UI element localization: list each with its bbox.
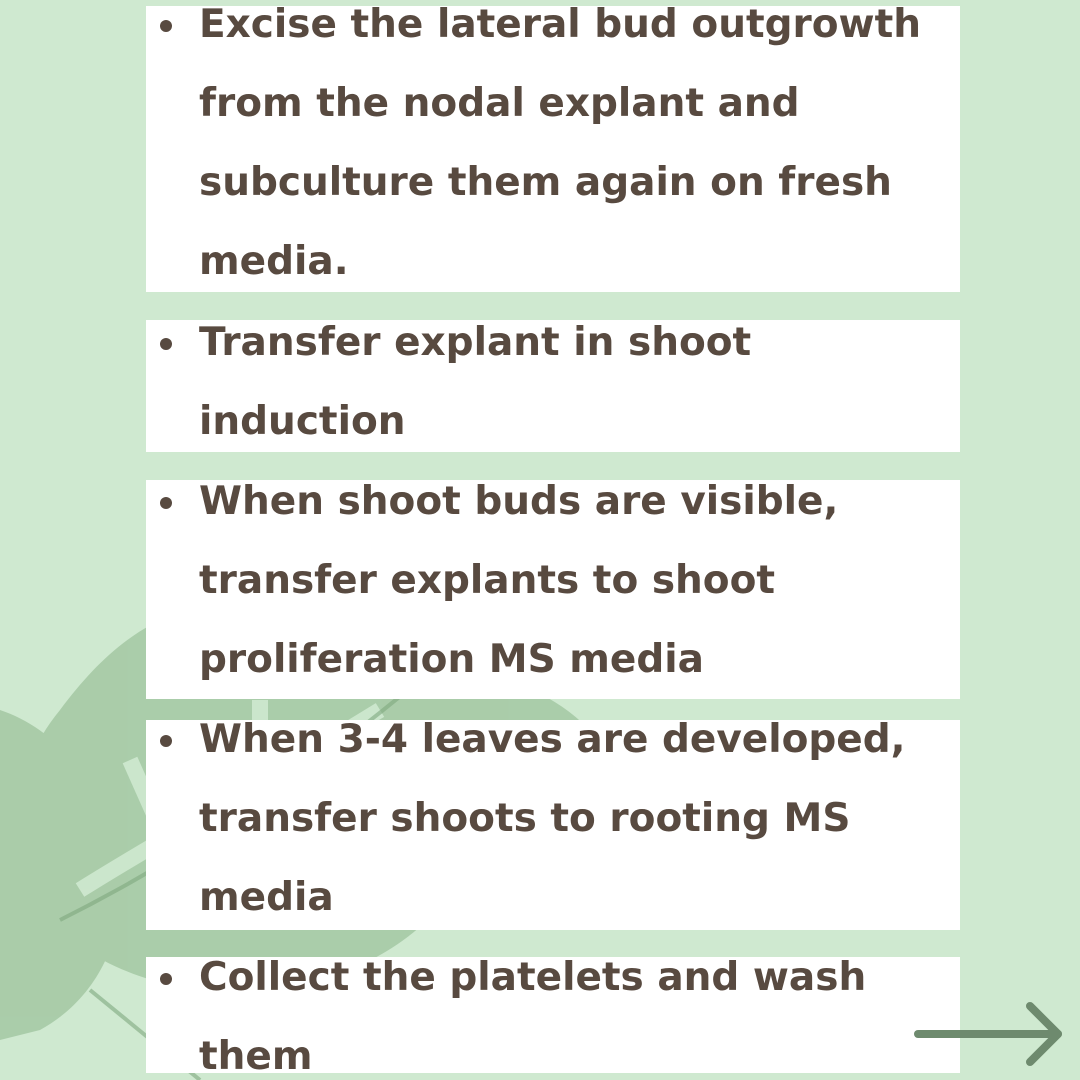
step-item-1: Excise the lateral bud outgrowth from th…	[146, 0, 960, 305]
step-item-3: When shoot buds are visible, transfer ex…	[146, 462, 960, 702]
bullet-icon	[160, 20, 172, 32]
step-line: Transfer explant in shoot	[199, 320, 752, 365]
step-line: from the nodal explant and	[199, 81, 800, 126]
step-text-3: When shoot buds are visible, transfer ex…	[199, 462, 959, 699]
step-card-1	[146, 6, 960, 292]
step-card-4	[146, 720, 960, 930]
step-line: Excise the lateral bud outgrowth	[199, 2, 921, 47]
step-line: transfer explants to shoot	[199, 558, 776, 603]
step-line: transfer shoots to rooting MS	[199, 796, 851, 841]
step-line: When 3-4 leaves are developed,	[199, 717, 906, 762]
step-line: them	[199, 1034, 313, 1079]
step-text-1: Excise the lateral bud outgrowth from th…	[199, 0, 959, 301]
bullet-icon	[160, 338, 172, 350]
step-text-4: When 3-4 leaves are developed, transfer …	[199, 700, 959, 937]
step-card-5	[146, 957, 960, 1073]
step-card-2	[146, 320, 960, 452]
step-item-4: When 3-4 leaves are developed, transfer …	[146, 700, 960, 940]
arrow-right-icon[interactable]	[912, 1000, 1068, 1068]
step-line: induction	[199, 399, 406, 444]
step-card-3	[146, 480, 960, 699]
step-item-2: Transfer explant in shoot induction	[146, 303, 960, 463]
bullet-icon	[160, 973, 172, 985]
step-line: When shoot buds are visible,	[199, 479, 839, 524]
step-item-5: Collect the platelets and wash them	[146, 938, 960, 1080]
step-line: Collect the platelets and wash	[199, 955, 867, 1000]
step-line: media.	[199, 239, 349, 284]
step-line: media	[199, 875, 334, 920]
step-line: proliferation MS media	[199, 637, 704, 682]
step-text-5: Collect the platelets and wash them	[199, 938, 959, 1080]
bullet-icon	[160, 735, 172, 747]
step-line: subculture them again on fresh	[199, 160, 892, 205]
step-text-2: Transfer explant in shoot induction	[199, 303, 959, 461]
bullet-icon	[160, 497, 172, 509]
